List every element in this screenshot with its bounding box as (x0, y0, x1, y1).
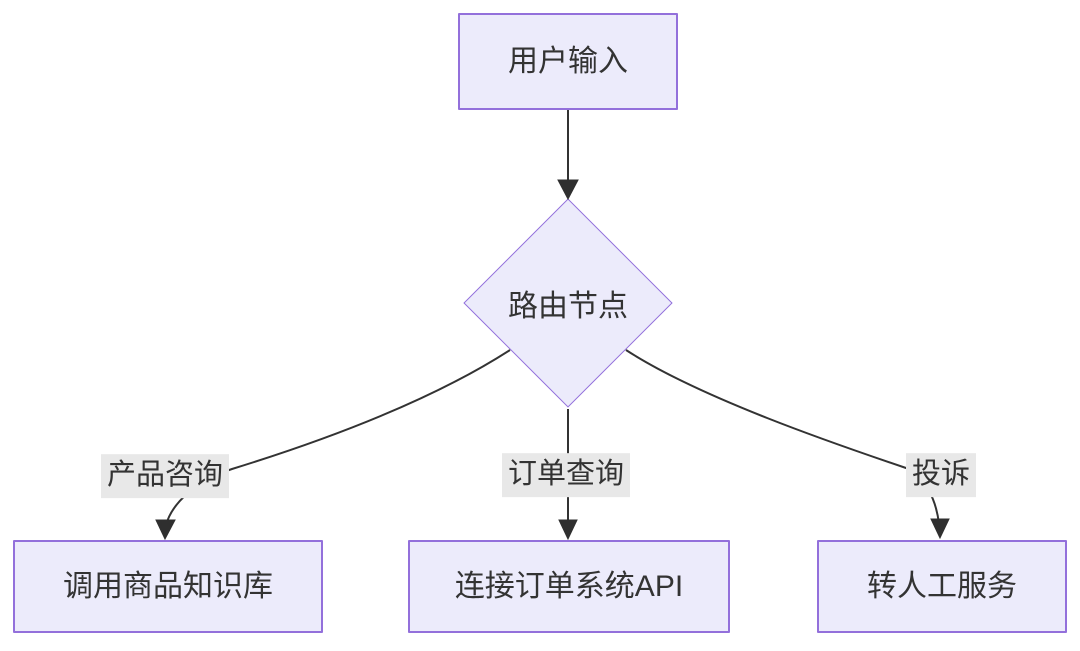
edge-router-to-kb (165, 349, 511, 526)
edge-label-order-query: 订单查询 (501, 453, 631, 497)
node-product-knowledge-base: 调用商品知识库 (13, 540, 323, 633)
node-order-system-api-label: 连接订单系统API (454, 569, 684, 603)
edge-label-complaint: 投诉 (905, 453, 977, 497)
node-user-input: 用户输入 (458, 13, 678, 110)
edge-router-to-human (625, 349, 940, 525)
node-product-knowledge-base-label: 调用商品知识库 (63, 569, 273, 603)
node-human-service-label: 转人工服务 (867, 569, 1017, 603)
arrowhead-order-icon (558, 519, 578, 541)
node-router-label: 路由节点 (508, 290, 628, 323)
arrowhead-kb-icon (155, 519, 176, 541)
arrowhead-router-icon (557, 179, 579, 201)
node-order-system-api: 连接订单系统API (408, 540, 730, 633)
node-user-input-label: 用户输入 (508, 44, 628, 78)
edge-label-product-inquiry: 产品咨询 (100, 454, 230, 498)
node-human-service: 转人工服务 (817, 540, 1067, 633)
arrowhead-human-icon (930, 518, 950, 540)
